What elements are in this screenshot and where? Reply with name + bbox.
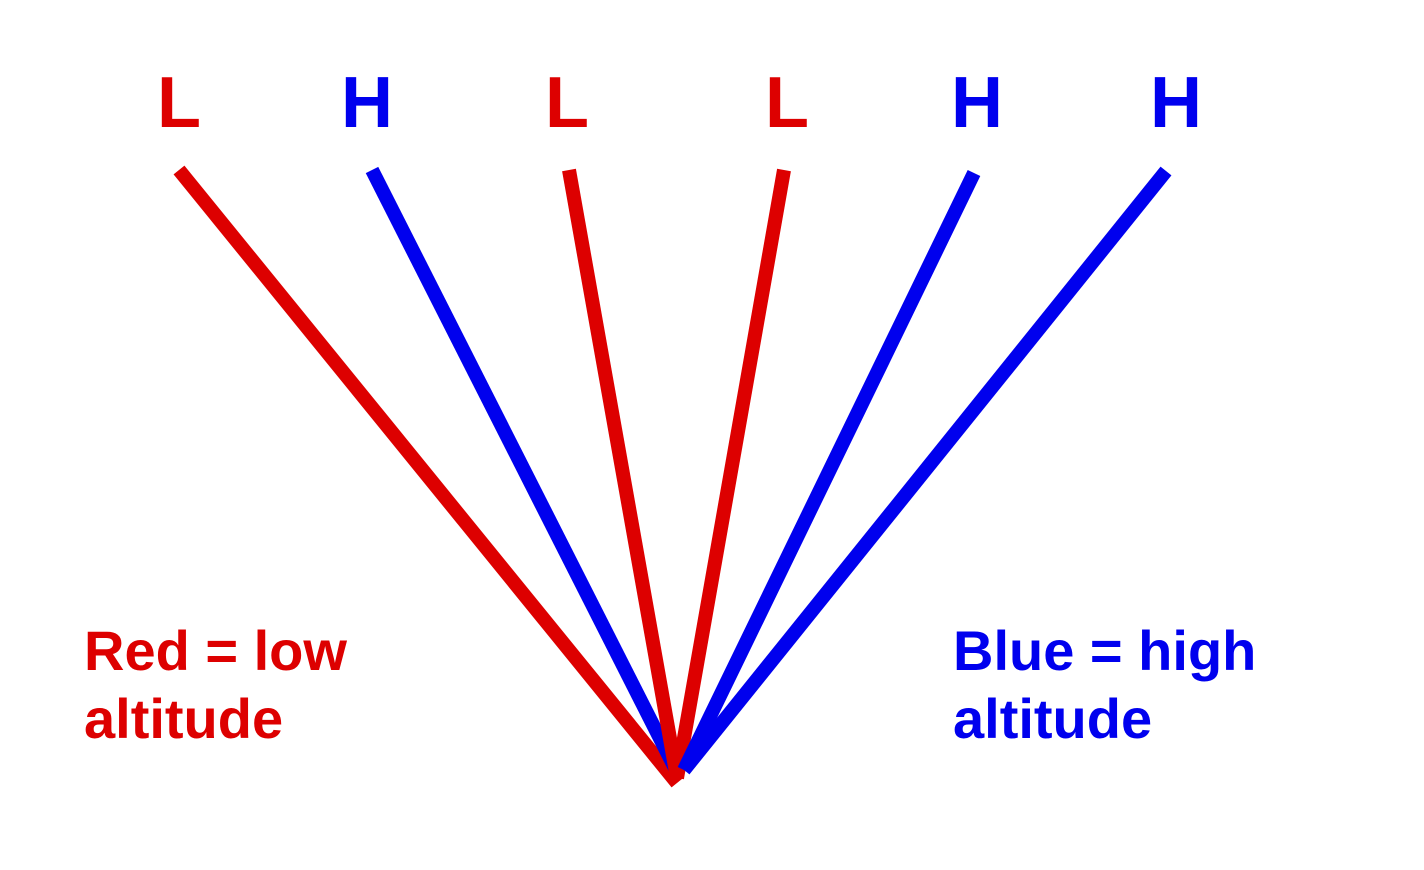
ray-4-low — [670, 168, 791, 780]
ray-6-high — [678, 166, 1172, 775]
legend-low-altitude: Red = low altitude — [84, 617, 347, 753]
legend-high-line2: altitude — [953, 687, 1153, 750]
rays-layer — [173, 165, 1172, 788]
ray-label-3: L — [545, 63, 589, 143]
ray-label-4: L — [765, 63, 809, 143]
ray-3-low — [562, 168, 684, 780]
ray-label-6: H — [1150, 63, 1202, 143]
legend-high-altitude: Blue = high altitude — [953, 617, 1256, 753]
legend-low-line1: Red = low — [84, 619, 347, 682]
legend-high-line1: Blue = high — [953, 619, 1257, 682]
ray-label-1: L — [157, 63, 201, 143]
ray-2-high — [365, 166, 684, 776]
ray-1-low — [173, 165, 683, 788]
ray-5-high — [677, 169, 981, 774]
ray-label-2: H — [341, 63, 393, 143]
legend-low-line2: altitude — [84, 687, 284, 750]
ray-label-5: H — [951, 63, 1003, 143]
